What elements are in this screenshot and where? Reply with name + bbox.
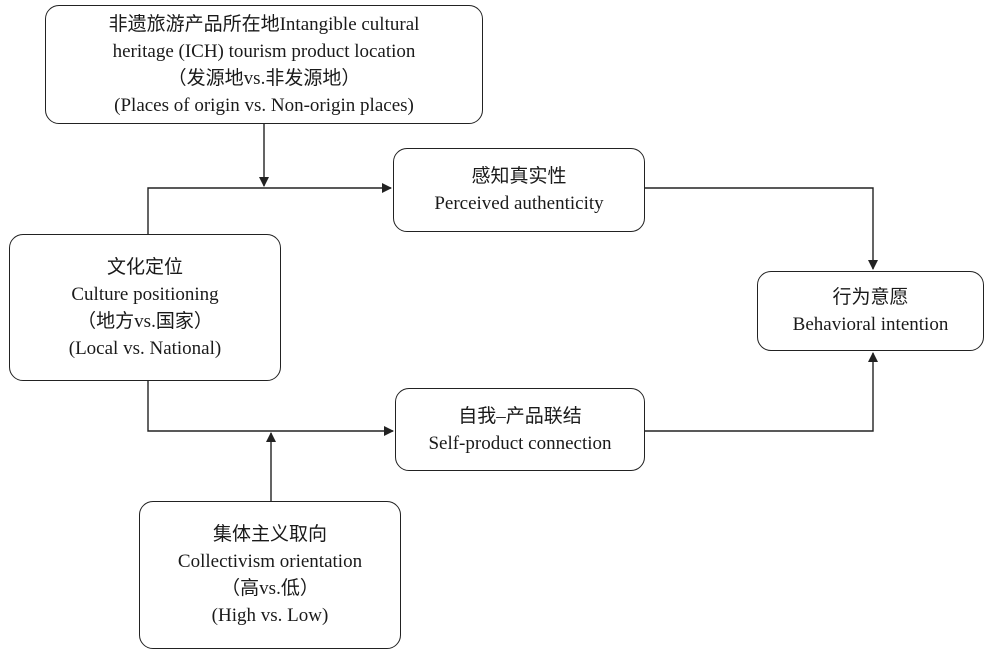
ich-location-title-zh: 非遗旅游产品所在地Intangible cultural [108, 13, 420, 35]
culture-positioning-box: 文化定位 Culture positioning （地方vs.国家） (Loca… [9, 234, 281, 381]
culture-positioning-levels-zh: （地方vs.国家） [77, 310, 213, 332]
edge-authenticity-to-behavior [645, 187, 878, 270]
collectivism-orientation-levels-zh: （高vs.低） [221, 578, 319, 599]
culture-positioning-title-zh: 文化定位 [106, 256, 183, 278]
ich-location-title-en: heritage (ICH) tourism product location [112, 40, 416, 62]
self-product-connection-label-en: Self-product connection [428, 432, 612, 454]
perceived-authenticity-label-en: Perceived authenticity [434, 193, 604, 214]
self-product-connection-label-zh: 自我–产品联结 [458, 405, 582, 427]
self-product-connection-box: 自我–产品联结 Self-product connection [395, 388, 645, 471]
ich-location-levels-en: (Places of origin vs. Non-origin places) [114, 94, 414, 116]
behavioral-intention-label-en: Behavioral intention [792, 314, 949, 335]
perceived-authenticity-box: 感知真实性 Perceived authenticity [393, 148, 645, 232]
behavioral-intention-box: 行为意愿 Behavioral intention [757, 271, 984, 351]
collectivism-orientation-box: 集体主义取向 Collectivism orientation （高vs.低） … [139, 501, 401, 649]
edge-culture-to-self-product [147, 381, 394, 436]
edge-self-product-to-behavior [645, 352, 878, 432]
perceived-authenticity-label-zh: 感知真实性 [471, 166, 567, 187]
ich-location-levels-zh: （发源地vs.非发源地） [167, 67, 361, 89]
ich-location-box: 非遗旅游产品所在地Intangible cultural heritage (I… [45, 5, 483, 124]
collectivism-orientation-levels-en: (High vs. Low) [211, 605, 329, 626]
collectivism-orientation-title-zh: 集体主义取向 [212, 524, 327, 545]
edge-culture-to-authenticity [147, 183, 392, 234]
behavioral-intention-label-zh: 行为意愿 [832, 287, 909, 308]
collectivism-orientation-title-en: Collectivism orientation [177, 551, 363, 572]
culture-positioning-title-en: Culture positioning [71, 283, 219, 305]
culture-positioning-levels-en: (Local vs. National) [68, 337, 222, 359]
